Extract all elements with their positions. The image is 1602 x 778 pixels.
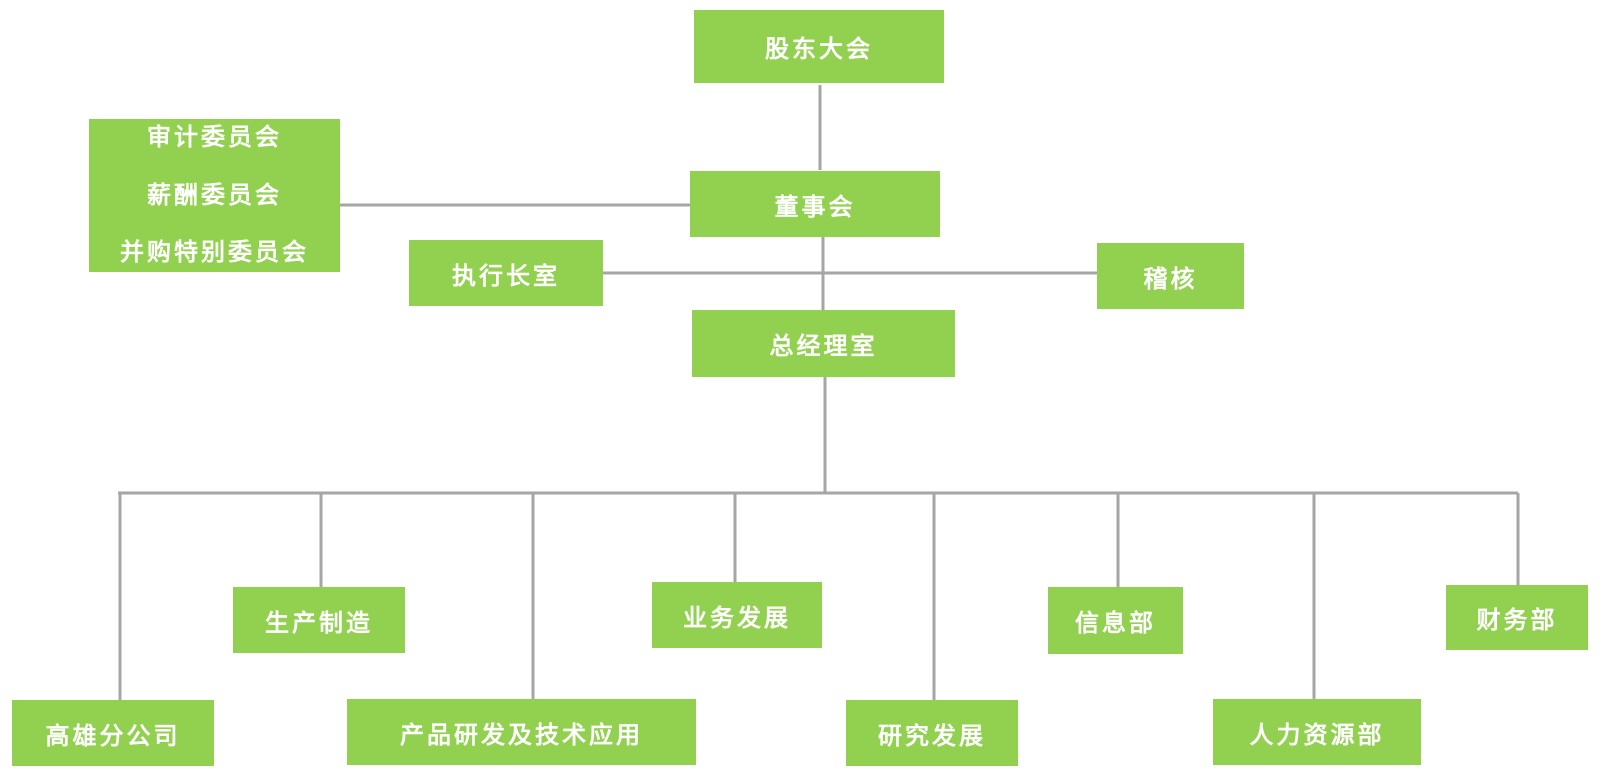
node-finance-dept: 财务部	[1446, 585, 1588, 650]
committee-ma-special-label: 并购特别委员会	[120, 238, 309, 266]
node-product-rd-tech: 产品研发及技术应用	[347, 699, 696, 765]
node-ceo-office: 执行长室	[409, 240, 603, 306]
node-research-development: 研究发展	[846, 700, 1018, 766]
node-board-committees: 审计委员会 薪酬委员会 并购特别委员会	[89, 119, 340, 272]
node-general-manager-office: 总经理室	[692, 310, 955, 377]
node-board-of-directors: 董事会	[690, 171, 940, 237]
node-hr-dept: 人力资源部	[1213, 699, 1421, 765]
node-kaohsiung-branch: 高雄分公司	[12, 700, 214, 766]
node-business-development: 业务发展	[652, 582, 822, 648]
committee-audit-label: 审计委员会	[147, 123, 282, 151]
node-audit: 稽核	[1097, 243, 1244, 309]
node-manufacturing: 生产制造	[233, 587, 405, 653]
node-information-dept: 信息部	[1048, 587, 1183, 654]
committee-compensation-label: 薪酬委员会	[147, 180, 282, 209]
node-shareholders-meeting: 股东大会	[694, 10, 944, 83]
